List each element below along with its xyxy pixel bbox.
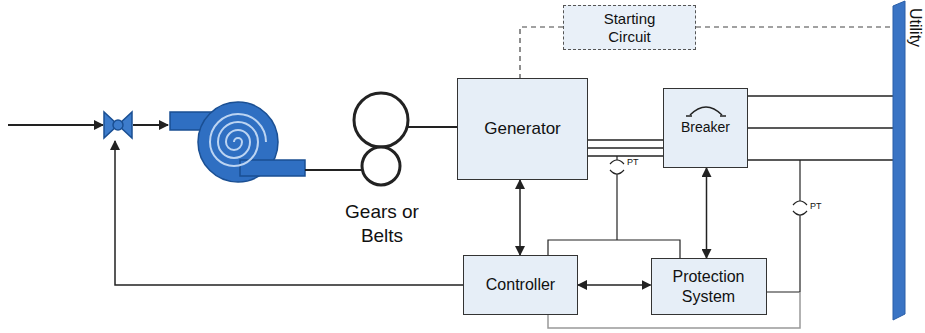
box-label: Generator bbox=[484, 119, 561, 139]
connector-line bbox=[748, 159, 893, 161]
connector-line bbox=[696, 26, 893, 27]
pt-symbol bbox=[610, 156, 624, 240]
connector bbox=[588, 140, 663, 156]
connector bbox=[520, 180, 521, 255]
controller-box: Controller bbox=[463, 255, 578, 315]
connector-line bbox=[748, 95, 893, 97]
box-label: Controller bbox=[486, 276, 555, 294]
box-label: Starting Circuit bbox=[585, 10, 675, 46]
inlet-line bbox=[8, 124, 103, 126]
connector-line bbox=[706, 168, 708, 258]
breaker-symbol bbox=[686, 101, 726, 117]
connector-line bbox=[520, 27, 563, 78]
valve-symbol bbox=[104, 112, 132, 138]
box-label: Protection System bbox=[659, 267, 759, 305]
utility-bus: Utility bbox=[888, 0, 925, 333]
utility-bar bbox=[888, 0, 925, 333]
box-label: Breaker bbox=[681, 119, 730, 135]
dashed-connector bbox=[520, 27, 563, 78]
starting-circuit-box: Starting Circuit bbox=[563, 5, 696, 50]
breaker-box: Breaker bbox=[663, 88, 748, 168]
connector-line bbox=[588, 155, 663, 157]
flow-line bbox=[133, 124, 168, 126]
connector-line bbox=[748, 127, 893, 129]
connector bbox=[748, 96, 893, 160]
shaft bbox=[305, 169, 362, 171]
signal-label: PT bbox=[627, 157, 647, 168]
connector bbox=[706, 168, 707, 258]
connector-line bbox=[588, 139, 663, 141]
protection-system-box: Protection System bbox=[651, 258, 767, 315]
shaft bbox=[408, 126, 457, 128]
connector-line bbox=[519, 180, 521, 255]
gear-symbol bbox=[354, 93, 408, 185]
dashed-connector bbox=[696, 27, 893, 28]
connector-line bbox=[588, 147, 663, 149]
bus-label: Utility bbox=[906, 8, 924, 47]
turbine-symbol bbox=[170, 102, 305, 182]
part-label: Gears or Belts bbox=[332, 200, 432, 248]
generator-box: Generator bbox=[457, 78, 588, 180]
pt-symbol bbox=[793, 160, 807, 292]
control-line bbox=[115, 141, 463, 285]
connector bbox=[578, 285, 651, 286]
signal-label: PT bbox=[810, 201, 830, 212]
connector-line bbox=[578, 284, 651, 286]
sense-wire bbox=[765, 291, 800, 292]
